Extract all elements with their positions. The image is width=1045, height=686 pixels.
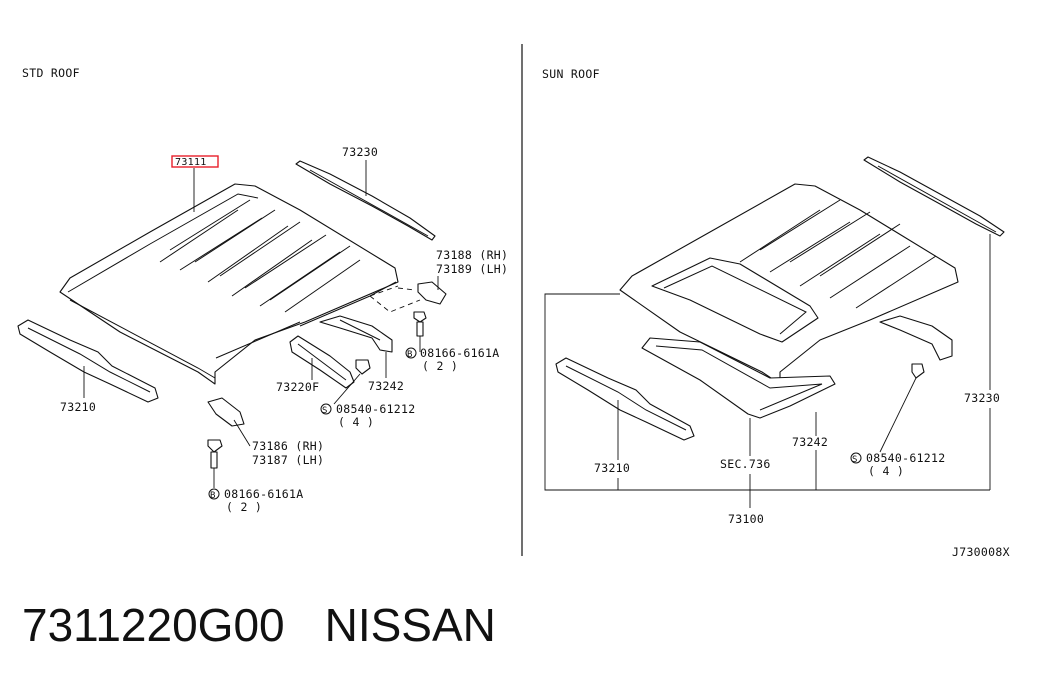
- label-73186: 73186 (RH): [252, 439, 324, 453]
- caption: 7311220G00 NISSAN: [22, 598, 536, 652]
- std-part-label-73111[interactable]: 73111: [171, 155, 219, 212]
- std-roof-bow-73242[interactable]: [319, 315, 393, 353]
- sun-roof-bow-73242[interactable]: [879, 315, 953, 361]
- symbol-bolt-top: B: [407, 350, 412, 360]
- label-sun-screw: 08540-61212: [866, 451, 945, 465]
- label-73100: 73100: [728, 512, 764, 526]
- sun-weatherstrip-73230[interactable]: [863, 156, 1005, 237]
- label-sun-73230: 73230: [964, 391, 1000, 405]
- std-clip[interactable]: [355, 359, 371, 375]
- label-73189: 73189 (LH): [436, 262, 508, 276]
- label-std-screw-qty: ( 4 ): [338, 415, 374, 429]
- std-bracket-73188[interactable]: [369, 281, 447, 313]
- label-73187: 73187 (LH): [252, 453, 324, 467]
- sun-roof-frame[interactable]: [641, 337, 836, 419]
- std-weatherstrip-73230[interactable]: [295, 160, 436, 241]
- symbol-screw-std: S: [322, 406, 327, 416]
- label-73111: 73111: [175, 157, 207, 168]
- std-front-rail-73210[interactable]: [17, 319, 159, 403]
- label-std-screw: 08540-61212: [336, 402, 415, 416]
- diagram-code: J730008X: [952, 545, 1010, 559]
- std-roof-panel-73111[interactable]: [59, 183, 399, 385]
- std-rear-rail-73220F[interactable]: [289, 335, 355, 389]
- label-bolt-top: 08166-6161A: [420, 346, 499, 360]
- label-sun-screw-qty: ( 4 ): [868, 464, 904, 478]
- label-sun-73210: 73210: [594, 461, 630, 475]
- std-bracket-73186[interactable]: [207, 397, 245, 427]
- label-bolt-top-qty: ( 2 ): [422, 359, 458, 373]
- label-sun-73242: 73242: [792, 435, 828, 449]
- sun-front-rail-73210[interactable]: [555, 357, 695, 441]
- sun-clip[interactable]: [911, 363, 925, 379]
- symbol-bolt-bottom: B: [210, 491, 215, 501]
- highlight-box: [171, 155, 219, 168]
- label-std-73210: 73210: [60, 400, 96, 414]
- symbol-screw-sun: S: [852, 455, 857, 465]
- part-number: 7311220G00: [22, 599, 285, 651]
- label-73220F: 73220F: [276, 380, 319, 394]
- brand-name: NISSAN: [324, 599, 496, 651]
- label-bolt-bottom: 08166-6161A: [224, 487, 303, 501]
- label-sec-736: SEC.736: [720, 457, 771, 471]
- label-std-73230: 73230: [342, 145, 378, 159]
- std-bolt-top[interactable]: [413, 311, 427, 337]
- label-bolt-bottom-qty: ( 2 ): [226, 500, 262, 514]
- label-std-73242: 73242: [368, 379, 404, 393]
- assembly-bracket: [544, 293, 990, 491]
- std-roof-title: STD ROOF: [22, 66, 80, 80]
- sun-roof-title: SUN ROOF: [542, 67, 600, 81]
- label-73188: 73188 (RH): [436, 248, 508, 262]
- sun-roof-panel[interactable]: [619, 183, 959, 385]
- std-bolt-bottom[interactable]: [207, 439, 223, 469]
